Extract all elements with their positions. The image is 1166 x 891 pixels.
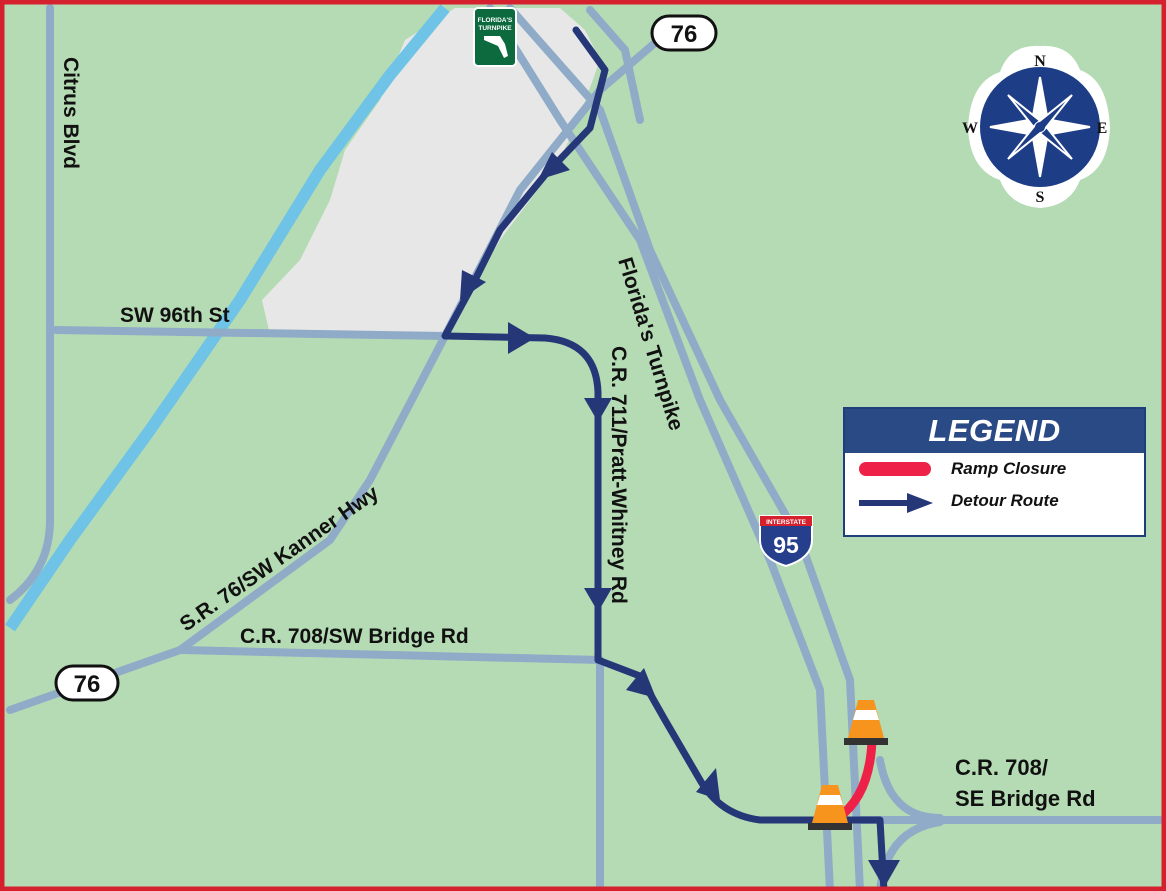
road-sw-96th: [52, 326, 449, 340]
legend: LEGEND Ramp Closure Detour Route: [843, 407, 1146, 537]
detour-arrows: [460, 152, 900, 888]
svg-text:76: 76: [671, 21, 698, 48]
traffic-cone-icon: [844, 700, 888, 745]
detour-arrow: [868, 860, 900, 888]
detour-arrow: [538, 152, 570, 180]
label-bridge-se-2: SE Bridge Rd: [955, 786, 1096, 811]
legend-title: LEGEND: [845, 409, 1144, 453]
road-ramp-loop: [876, 756, 944, 822]
detour-arrow: [626, 668, 656, 698]
svg-text:76: 76: [74, 671, 101, 698]
compass-rose-icon: N S W E: [962, 45, 1110, 208]
road-kanner: [6, 26, 674, 714]
legend-item-detour-route: Detour Route: [845, 485, 1144, 517]
legend-item-label: Ramp Closure: [951, 459, 1067, 478]
svg-text:INTERSTATE: INTERSTATE: [766, 519, 807, 526]
detour-arrow: [584, 398, 612, 422]
detour-arrow: [508, 322, 535, 354]
road-kanner-north: [586, 6, 644, 124]
urban-area: [262, 8, 600, 335]
sr-76-shield-left: 76: [54, 664, 120, 702]
detour-arrow: [696, 768, 720, 800]
traffic-cone-icon: [808, 785, 852, 830]
svg-text:95: 95: [773, 532, 799, 558]
turnpike-shield-icon: FLORIDA'S TURNPIKE: [473, 7, 517, 67]
compass-s: S: [1036, 189, 1045, 206]
svg-text:TURNPIKE: TURNPIKE: [478, 25, 512, 32]
compass-n: N: [1034, 53, 1046, 70]
legend-item-ramp-closure: Ramp Closure: [845, 453, 1144, 485]
label-citrus-blvd: Citrus Blvd: [59, 57, 82, 169]
road-citrus-blvd: [6, 4, 54, 604]
road-network: [6, 4, 1164, 891]
label-bridge-se-1: C.R. 708/: [955, 755, 1048, 780]
compass-w: W: [962, 120, 978, 137]
interstate-95-shield-icon: INTERSTATE 95: [759, 515, 813, 568]
road-i95: [506, 4, 864, 891]
compass-e: E: [1097, 120, 1108, 137]
label-sw-96th: SW 96th St: [120, 304, 230, 327]
road-turnpike: [486, 4, 834, 891]
detour-arrow-icon: [859, 491, 935, 513]
sr-76-shield-top: 76: [650, 14, 718, 52]
detour-arrow: [460, 270, 486, 300]
detour-arrow: [584, 588, 612, 612]
ramp-closure-swatch: [859, 459, 935, 479]
detour-route: [441, 26, 888, 891]
svg-text:FLORIDA'S: FLORIDA'S: [478, 17, 513, 24]
road-bridge-sw: [178, 646, 604, 664]
label-bridge-sw: C.R. 708/SW Bridge Rd: [240, 625, 469, 648]
label-pratt: C.R. 711/Pratt-Whitney Rd: [607, 346, 630, 604]
legend-item-label: Detour Route: [951, 491, 1059, 510]
water-canal: [5, 4, 450, 632]
